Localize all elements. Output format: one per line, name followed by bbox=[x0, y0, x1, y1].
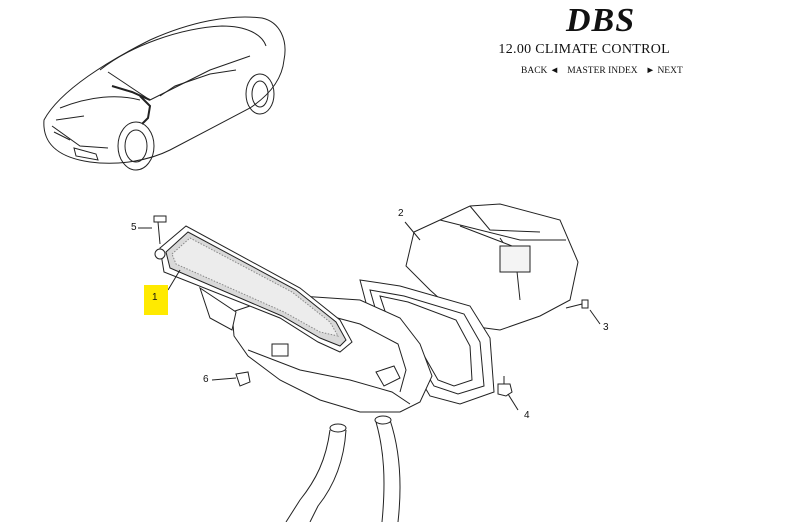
callout-5[interactable]: 5 bbox=[131, 222, 137, 233]
air-intake-assembly bbox=[153, 203, 589, 522]
callout-6[interactable]: 6 bbox=[203, 374, 209, 385]
back-arrow-icon: ◄ bbox=[549, 66, 560, 76]
back-label: BACK bbox=[521, 66, 548, 76]
callout-3[interactable]: 3 bbox=[603, 322, 609, 333]
car-overview-thumbnail bbox=[43, 16, 286, 171]
brand-logo: DBS bbox=[566, 2, 636, 39]
leader-lines bbox=[138, 221, 601, 411]
back-link[interactable]: BACK ◄ bbox=[521, 66, 559, 76]
callout-2[interactable]: 2 bbox=[398, 208, 404, 219]
callout-1-highlight bbox=[144, 285, 168, 315]
navigation-bar: BACK ◄ MASTER INDEX ► NEXT bbox=[521, 66, 683, 76]
section-title: 12.00 CLIMATE CONTROL bbox=[498, 42, 670, 57]
next-arrow-icon: ► bbox=[645, 66, 656, 76]
next-label: NEXT bbox=[657, 66, 683, 76]
callout-4[interactable]: 4 bbox=[524, 410, 530, 421]
next-link[interactable]: ► NEXT bbox=[646, 66, 683, 76]
callout-1[interactable]: 1 bbox=[152, 292, 158, 303]
master-index-link[interactable]: MASTER INDEX bbox=[567, 66, 638, 76]
